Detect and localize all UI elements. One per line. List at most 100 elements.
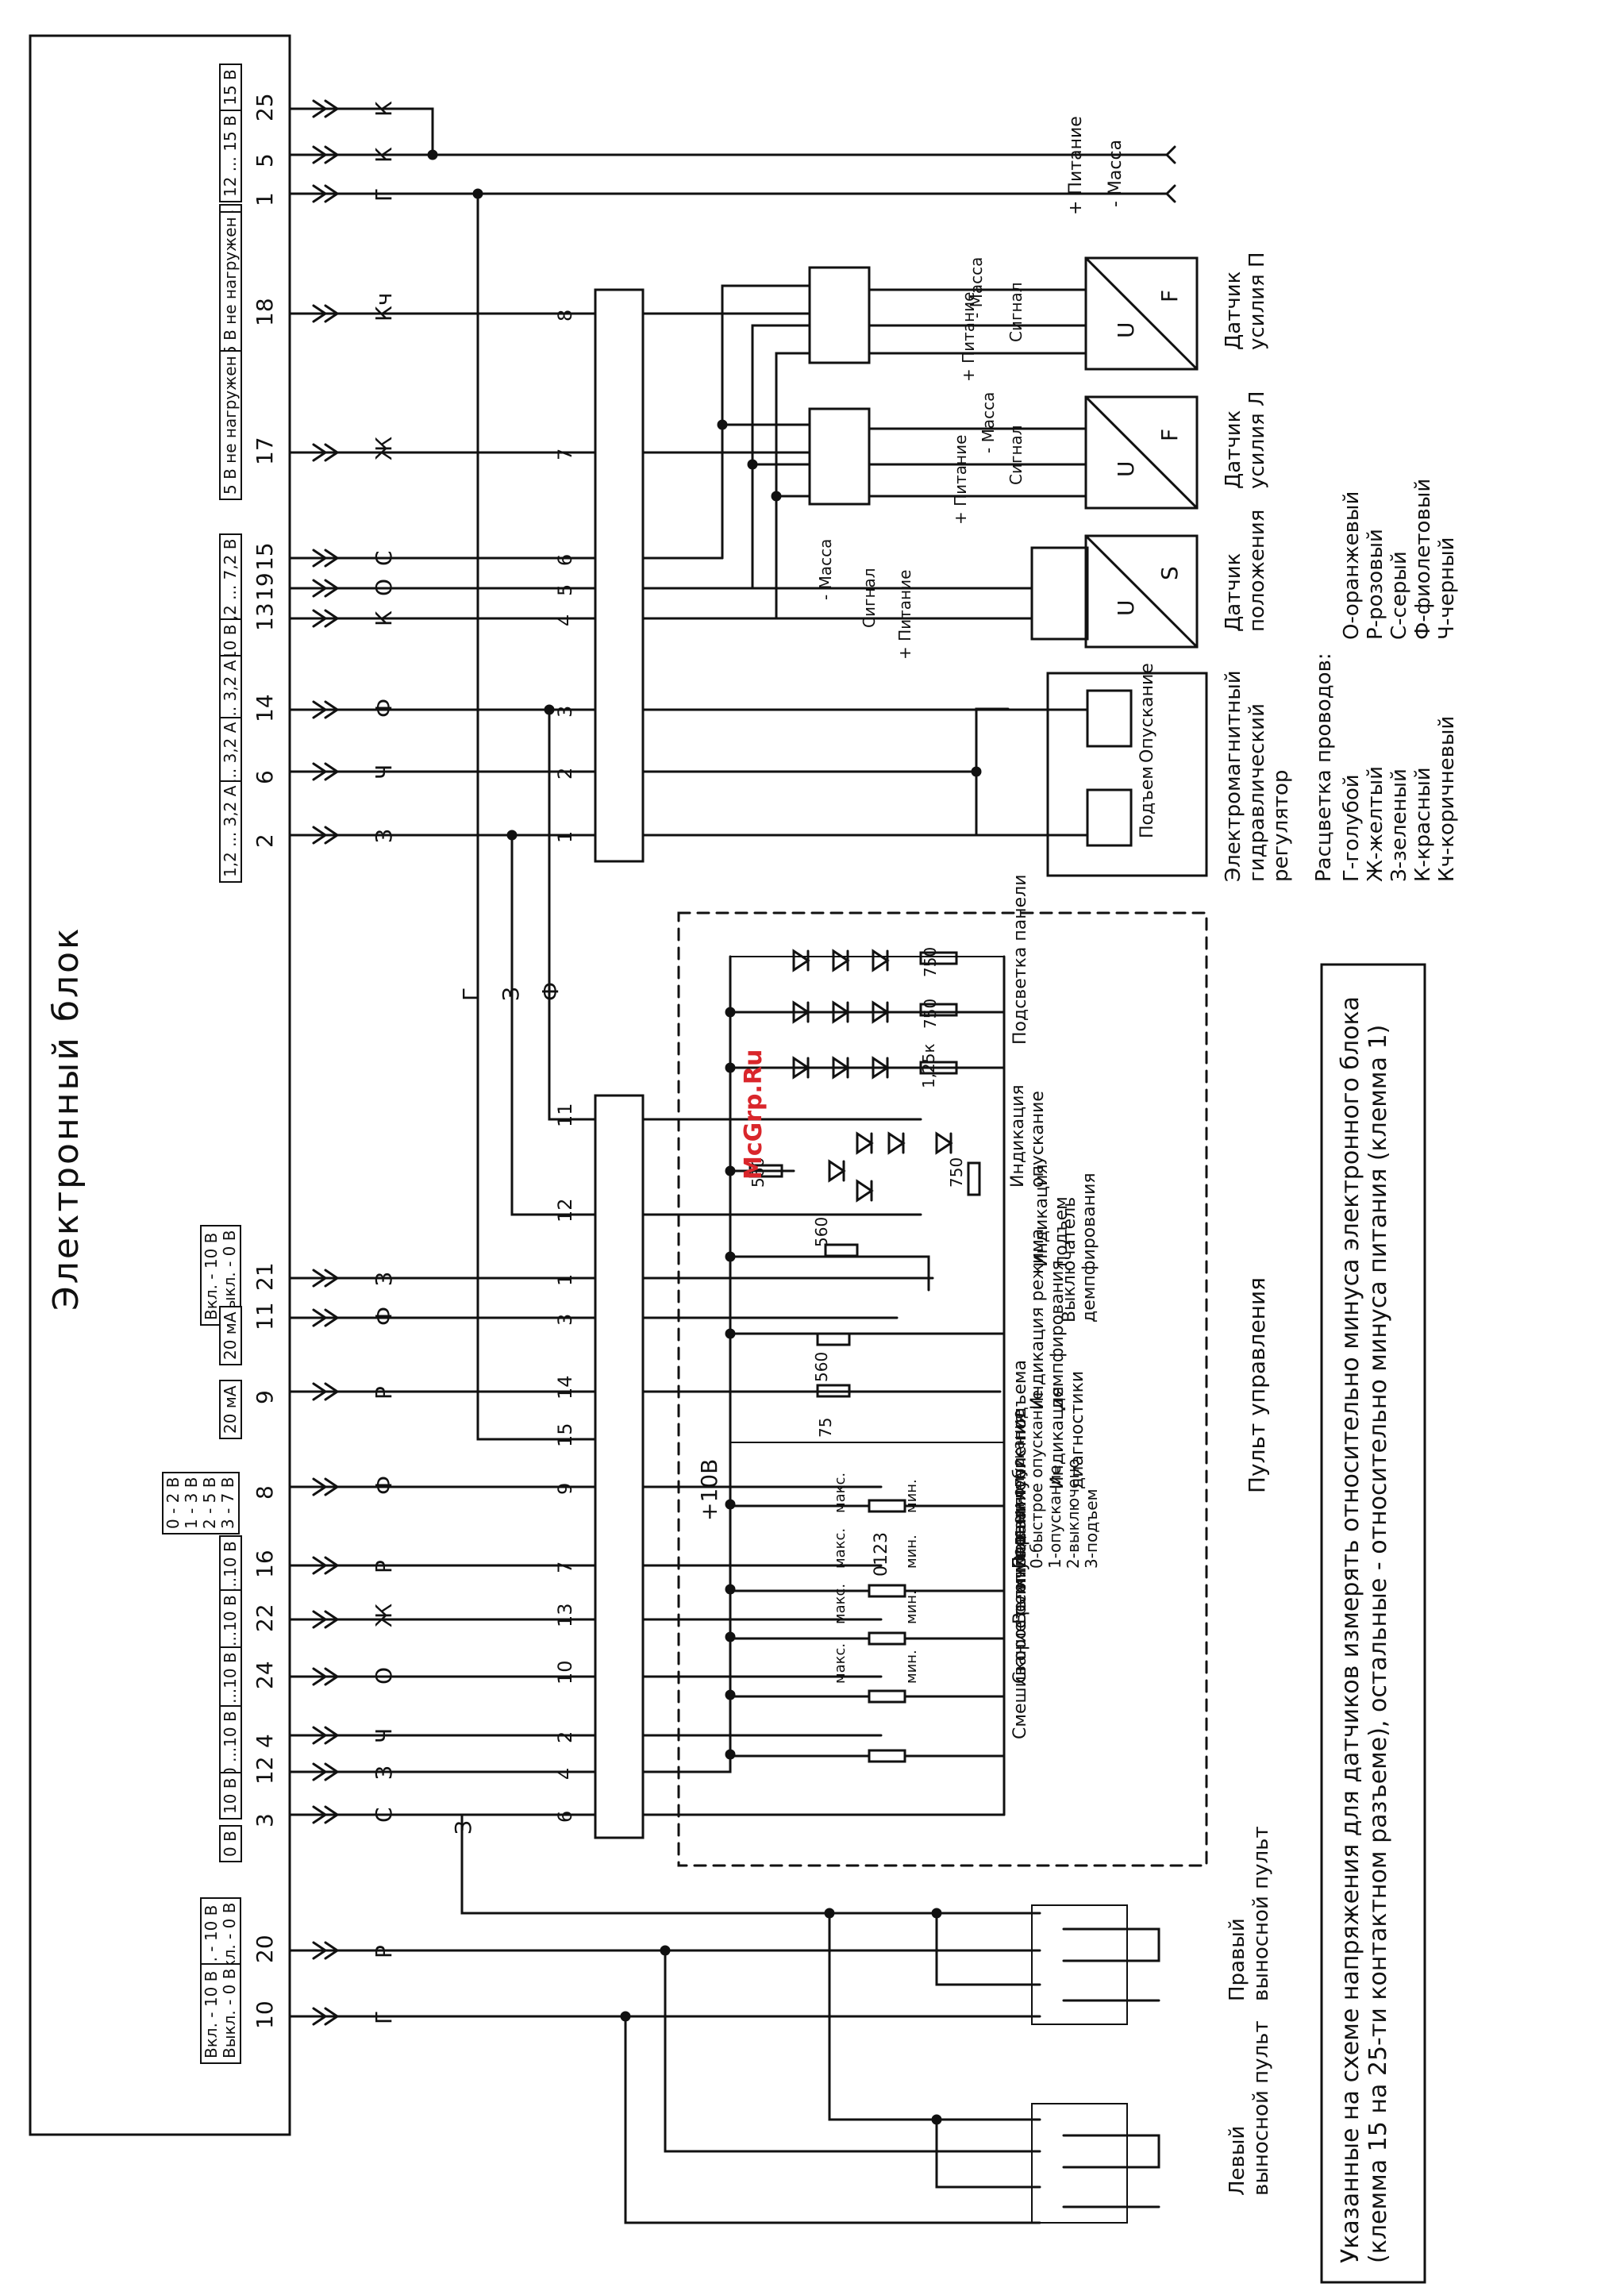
regulator-coil-raise: Подъем [1137,766,1157,838]
ecu-pin-voltage: 12 ... 15 В [219,110,242,202]
lower-connector-pin-number: 3 [554,1313,576,1326]
led-diode [792,949,810,972]
ecu-pin-wire-color: Р [371,1386,397,1400]
ecu-title: Электронный блок [46,926,87,1311]
ecu-pin-chevron [288,99,351,118]
backlight-label: Подсветка панели [1010,874,1030,1045]
lower-connector-pin-number: 4 [554,1767,576,1780]
lower-connector-pin-number: 11 [554,1103,576,1127]
ecu-pin-wire-color: Г [371,187,397,202]
lower-connector-pin-number: 2 [554,1731,576,1743]
led-diode [872,1000,890,1024]
sensor-force-left-f: F [1156,428,1183,441]
lower-connector-pin-number: 9 [554,1482,576,1495]
ecu-pin-chevron [288,1269,351,1288]
wire-color-entry: Ч-черный [1435,537,1459,641]
ecu-pin-chevron [288,184,351,203]
control-panel-supply: +10В [696,1458,722,1521]
ecu-pin-number: 24 [252,1661,278,1689]
ecu-pin-voltage: 20 мА [219,1380,242,1439]
ecu-pin-wire-color: К [371,147,397,163]
ecu-pin-number: 21 [252,1262,278,1291]
bundle-wire-g: Г [458,987,484,1001]
led-diode [832,949,850,972]
ecu-pin-number: 25 [252,93,278,121]
ecu-pin-chevron [288,2007,351,2026]
ecu-pin-wire-color: Р [371,1945,397,1958]
ecu-pin-chevron [288,549,351,568]
indicator-diode [887,1131,906,1155]
wire-color-entry: С-серый [1387,551,1411,640]
ecu-pin-number: 18 [252,298,278,326]
led-rows [792,949,953,1203]
regulator-coil-lower: Опускание [1137,663,1157,763]
ecu-pin-wire-color: К [371,610,397,626]
ecu-pin-wire-color: Ж [371,1603,397,1627]
upper-connector-pin-number: 6 [554,553,576,566]
indicator-diode [828,1159,846,1183]
sensor-position-pin3: + Питание [895,569,914,660]
res-1k25: 1,25к [919,1043,938,1088]
pot1-max: макс. [832,1472,849,1513]
ecu-pin-chevron [288,1941,351,1960]
ecu-pin-wire-color: Р [371,1560,397,1573]
ecu-pin-wire-color: Ж [371,436,397,460]
ecu-pin-number: 1 [252,192,278,206]
upper-connector-pin-number: 5 [554,583,576,596]
upper-connector-pin-number: 8 [554,309,576,322]
bundle-wire-f: Ф [537,981,564,1001]
pot1-min: мин. [903,1479,920,1513]
supply-minus-label: - Масса [1106,139,1126,207]
measurement-note: Указанные на схеме напряжения для датчик… [1337,996,1392,2263]
sensor-position-name: Датчик положения [1222,509,1269,632]
sensor-force-left-pin3: + Питание [951,434,970,525]
sensor-force-right-name: Датчик усилия П [1222,252,1269,350]
ecu-pin-wire-color: К [371,101,397,117]
sensor-position-s: S [1156,566,1183,580]
ecu-pin-wire-color: З [371,829,397,843]
ecu-pin-chevron [288,609,351,628]
ecu-pin-chevron [288,1667,351,1686]
ecu-pin-chevron [288,1726,351,1745]
led-diode [792,1000,810,1024]
ecu-pin-voltage: 0 ...10 В [219,1705,242,1783]
ecu-pin-voltage: 0 - 2 В 1 - 3 В 2 - 5 В 3 - 7 В [162,1471,240,1534]
ecu-pin-number: 8 [252,1485,278,1500]
led-diode [832,1000,850,1024]
ecu-pin-wire-color: С [371,550,397,566]
ecu-pin-number: 13 [252,603,278,631]
remote-left-name: Левый выносной пульт [1226,2020,1273,2196]
res-750-c: 750 [947,1157,966,1188]
res-560-b: 560 [812,1216,831,1247]
lower-connector-pin-number: 12 [554,1198,576,1223]
sensor-force-left-pin1: - Масса [979,391,998,453]
ecu-pin-number: 2 [252,834,278,848]
sensor-force-left-pin2: Сигнал [1006,425,1026,485]
sensor-position-pin1: - Масса [816,538,835,600]
ecu-pin-number: 12 [252,1756,278,1785]
lower-connector-pin-number: 6 [554,1810,576,1823]
ecu-pin-voltage: 20 мА [219,1306,242,1365]
ecu-pin-wire-color: Ф [371,1306,397,1326]
wire-color-entry: О-оранжевый [1340,491,1364,640]
ecu-pin-number: 17 [252,437,278,465]
sensor-position-u: U [1113,599,1139,617]
ecu-pin-voltage: 0 В [219,1825,242,1862]
lower-connector-pin-number: 10 [554,1660,576,1685]
sensor-force-right-pin3: + Питание [959,291,978,382]
sensor-force-left-name: Датчик усилия Л [1222,391,1269,489]
ecu-pin-number: 22 [252,1604,278,1632]
wire-color-entry: Р-розовый [1364,529,1387,640]
ecu-pin-number: 3 [252,1813,278,1827]
ecu-pin-wire-color: З [371,1766,397,1780]
mix-mode-label: Смешивание режимов [1010,1532,1030,1739]
ecu-pin-wire-color: О [371,1666,397,1685]
led-diode [872,949,890,972]
regulator-name: Электромагнитный гидравлический регулято… [1222,670,1293,882]
pot4-min: мин. [903,1650,920,1684]
ecu-pin-chevron [288,1805,351,1824]
ecu-pin-chevron [288,1308,351,1327]
lower-connector-pin-number: 13 [554,1603,576,1627]
